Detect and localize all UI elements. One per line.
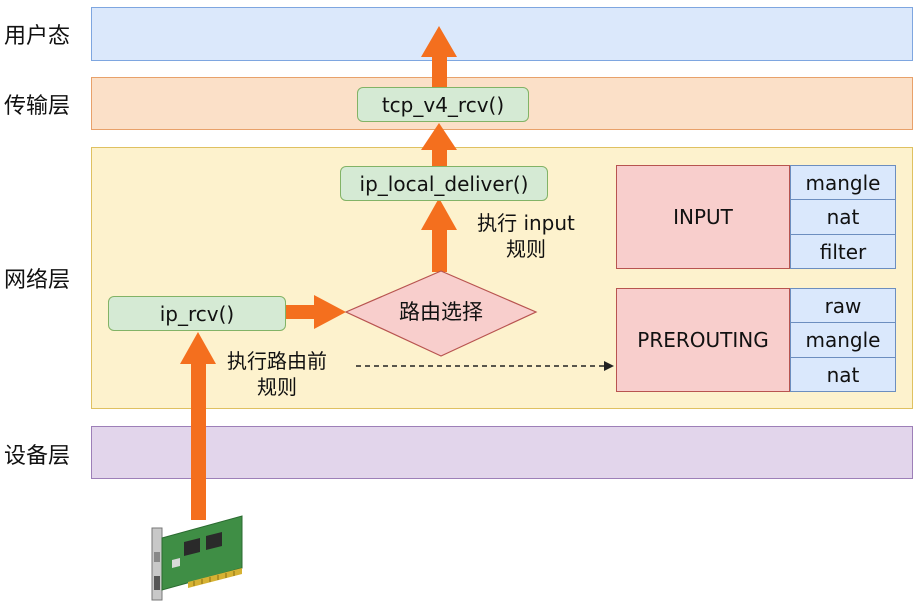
- tcp-v4-rcv-box: tcp_v4_rcv(): [357, 87, 529, 122]
- input-rule-note: 执行 input 规则: [466, 210, 586, 262]
- input-chain-box: INPUT: [616, 165, 790, 269]
- prerouting-table-raw: raw: [790, 288, 896, 323]
- arrow-routing-to-deliver: [421, 198, 457, 272]
- input-table-filter: filter: [790, 234, 896, 269]
- dashed-arrow-to-prerouting: [356, 361, 614, 371]
- network-card-icon: [151, 515, 243, 601]
- prerouting-chain-box: PREROUTING: [616, 288, 790, 392]
- prerouting-table-mangle: mangle: [790, 322, 896, 358]
- ip-local-deliver-box: ip_local_deliver(): [340, 166, 548, 201]
- layer-label-user: 用户态: [4, 24, 71, 49]
- arrow-deliver-to-tcp: [421, 123, 457, 166]
- arrow-tcp-to-user: [421, 26, 457, 88]
- prerouting-table-nat: nat: [790, 357, 896, 392]
- prerouting-rule-note-line1: 执行路由前: [227, 349, 327, 373]
- prerouting-rule-note-line2: 规则: [257, 375, 297, 399]
- device-layer-band: [91, 426, 913, 479]
- routing-decision-label: 路由选择: [399, 300, 483, 324]
- layer-label-network: 网络层: [4, 268, 71, 293]
- input-table-nat: nat: [790, 199, 896, 235]
- input-table-mangle: mangle: [790, 165, 896, 200]
- layer-label-transport: 传输层: [4, 94, 71, 119]
- input-rule-note-line2: 规则: [506, 237, 546, 261]
- prerouting-rule-note: 执行路由前 规则: [212, 348, 342, 400]
- input-rule-note-line1: 执行 input: [477, 211, 575, 235]
- user-space-band: [91, 7, 913, 61]
- layer-label-device: 设备层: [4, 444, 71, 469]
- ip-rcv-box: ip_rcv(): [108, 296, 286, 331]
- routing-decision-diamond: [344, 270, 538, 357]
- arrow-nic-to-ip-rcv: [180, 332, 216, 520]
- arrow-ip-rcv-to-routing: [286, 295, 346, 329]
